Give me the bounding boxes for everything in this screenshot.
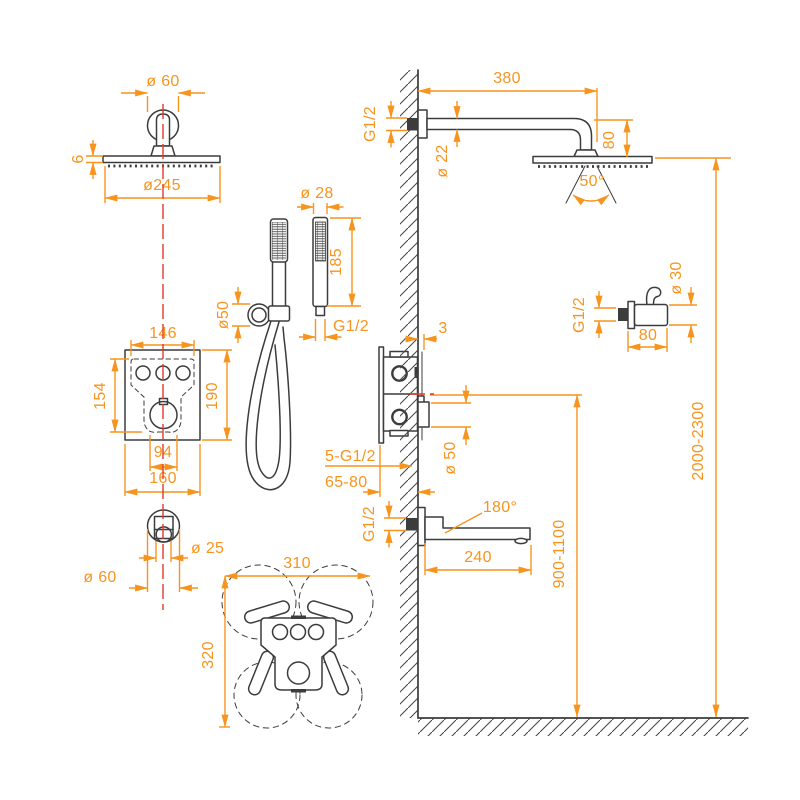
dim-shower-head-height: 2000-2300	[655, 157, 731, 718]
dim-label-sleeve-dia: ø 50	[442, 441, 459, 474]
dim-label-spout-axis-height: 900-1100	[551, 520, 568, 589]
dim-label-clearance-width: 310	[283, 555, 311, 572]
dim-outlet-thread: G1/2	[571, 291, 616, 338]
dim-label-wall-offset: 3	[438, 320, 447, 337]
dim-label-outlet-thread: G1/2	[571, 297, 588, 333]
dim-label-arm-length: 380	[493, 70, 521, 87]
dim-label-arm-wall-thread: G1/2	[362, 106, 379, 142]
dim-overhead-mount-dia: ø 60	[121, 73, 205, 112]
dim-head-drop: 80	[594, 119, 633, 158]
dim-mixer-box-height: 190	[202, 349, 232, 441]
dim-label-clearance-height: 320	[200, 641, 217, 669]
dim-outlet-length: 80	[627, 327, 668, 352]
dim-spout-axis-height: 900-1100	[430, 394, 582, 718]
dim-arm-length: 380	[417, 70, 598, 142]
dim-overhead-plate-thickness: 6	[70, 140, 103, 179]
dim-label-top-view-outer-dia: ø 60	[83, 569, 116, 586]
dim-label-holder-ring-dia: ø50	[215, 301, 232, 329]
shower-arm-side-view	[407, 109, 653, 204]
dim-label-install-depth: 65-80	[325, 474, 367, 491]
dim-sleeve-dia: ø 50	[431, 385, 471, 475]
dim-label-outlet-dia: ø 30	[668, 261, 685, 294]
dim-label-hand-shower-dia: ø 28	[300, 185, 333, 202]
dim-install-depth: 65-80	[325, 445, 435, 497]
dim-valve-connections: 5-G1/2	[325, 448, 413, 470]
dim-hand-shower-length: 185	[327, 217, 361, 307]
hand-shower-with-hose	[245, 218, 292, 491]
dim-spray-angle: 50°	[572, 173, 610, 206]
dim-outlet-dia: ø 30	[668, 261, 697, 343]
dim-arm-wall-thread: G1/2	[362, 101, 407, 148]
mixer-clearance-view	[221, 564, 374, 729]
dim-label-valve-connections: 5-G1/2	[325, 448, 376, 465]
dim-spout-thread: G1/2	[361, 501, 406, 548]
dim-top-view-outer-dia: ø 60	[83, 529, 198, 592]
dim-clearance-width: 310	[224, 555, 371, 580]
dim-label-mixer-box-height: 190	[204, 382, 221, 410]
dim-label-head-drop: 80	[601, 131, 618, 149]
dim-label-overhead-head-dia: ø245	[143, 177, 181, 194]
valve-spout-sleeve	[417, 395, 430, 428]
dim-label-spout-swivel: 180°	[483, 499, 517, 516]
dim-clearance-height: 320	[200, 575, 230, 728]
dim-top-view-inner-dia: ø 25	[139, 540, 224, 562]
dim-hand-shower-dia: ø 28	[297, 185, 344, 214]
wall-section	[400, 69, 749, 736]
hand-shower-wand-view	[312, 216, 329, 317]
dim-label-overhead-plate-thickness: 6	[70, 154, 87, 163]
spout-side-view	[406, 506, 531, 547]
dim-label-hand-shower-length: 185	[328, 248, 345, 276]
dim-arm-pipe-dia: ø 22	[434, 101, 461, 178]
dim-label-spray-angle: 50°	[579, 173, 604, 190]
dim-hand-shower-thread: G1/2	[299, 318, 369, 341]
overhead-shower-side-view	[102, 109, 221, 168]
dim-label-outlet-length: 80	[639, 327, 657, 344]
dim-label-hand-shower-thread: G1/2	[333, 318, 369, 335]
dim-label-arm-pipe-dia: ø 22	[434, 144, 451, 177]
dim-wall-offset: 3	[405, 320, 447, 350]
dim-label-spout-length: 240	[464, 549, 492, 566]
dim-spout-length: 240	[424, 543, 532, 575]
dim-label-shower-head-height: 2000-2300	[690, 401, 707, 480]
dim-label-overhead-mount-dia: ø 60	[146, 73, 179, 90]
dim-label-mixer-trim-height: 154	[92, 382, 109, 410]
dim-mixer-trim-height: 154	[92, 358, 142, 433]
dim-label-top-view-inner-dia: ø 25	[191, 540, 224, 557]
dim-holder-ring-dia: ø50	[215, 287, 250, 343]
dim-label-spout-thread: G1/2	[361, 506, 378, 542]
dim-spout-swivel: 180°	[444, 499, 517, 534]
wall-outlet-holder	[618, 286, 669, 330]
